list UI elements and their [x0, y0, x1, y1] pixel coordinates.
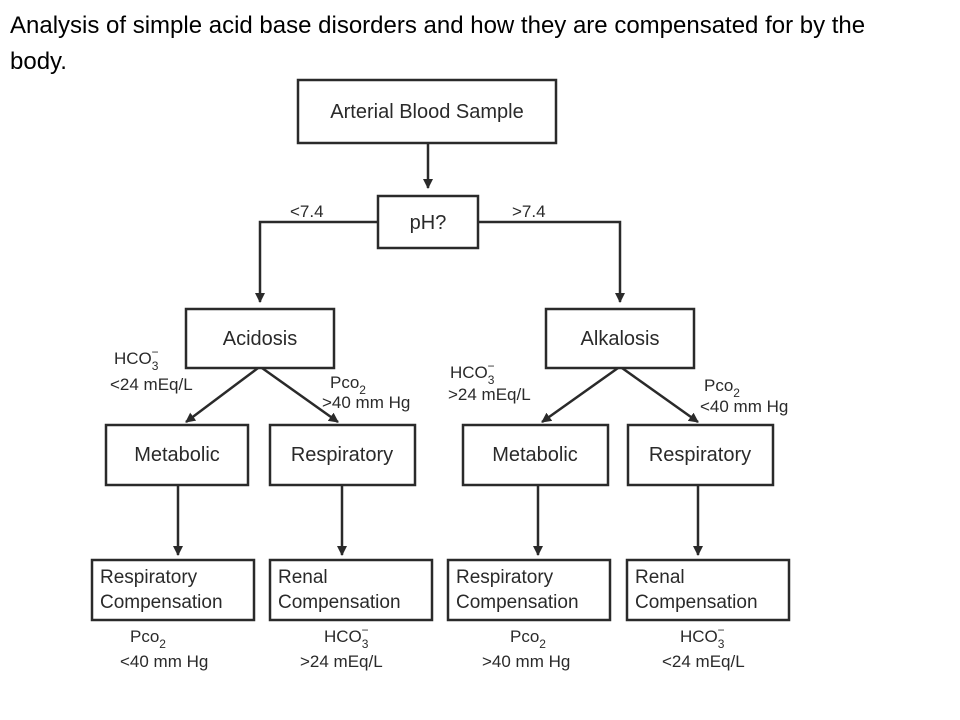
node-label: Respiratory [291, 444, 393, 466]
criterion-superscript: − [151, 345, 158, 359]
node-label: Metabolic [492, 444, 578, 466]
value-name: Pco [510, 627, 539, 646]
node-compensation-4: Renal Compensation [625, 558, 791, 622]
node-acidosis-metabolic: Metabolic [104, 423, 250, 487]
value-name: Pco [130, 627, 159, 646]
value-superscript: − [717, 623, 724, 637]
node-label: Alkalosis [581, 328, 660, 350]
node-compensation-1: Respiratory Compensation [90, 558, 256, 622]
svg-text:HCO3−: HCO3− [324, 623, 369, 651]
node-label: Respiratory [649, 444, 751, 466]
node-compensation-3: Respiratory Compensation [446, 558, 612, 622]
node-alkalosis-metabolic: Metabolic [461, 423, 610, 487]
arrow-alkalosis-to-metabolic [541, 366, 619, 424]
value-subscript: 2 [159, 637, 166, 651]
criterion-name: HCO [450, 363, 488, 382]
arrow-ph-to-acidosis [255, 220, 378, 303]
node-alkalosis: Alkalosis [544, 307, 696, 370]
node-label-line2: Compensation [635, 592, 758, 613]
svg-text:Pco2: Pco2 [510, 627, 546, 651]
node-compensation-2: Renal Compensation [268, 558, 434, 622]
svg-text:Pco2: Pco2 [130, 627, 166, 651]
criterion-subscript: 2 [733, 386, 740, 400]
criterion-value: >40 mm Hg [322, 393, 410, 412]
value-text: <24 mEq/L [662, 652, 745, 671]
node-acidosis-respiratory: Respiratory [268, 423, 417, 487]
value-name: HCO [324, 627, 362, 646]
branch-label-low-ph: <7.4 [290, 202, 324, 221]
node-acidosis: Acidosis [184, 307, 336, 370]
node-label: Acidosis [223, 328, 297, 350]
value-subscript: 3 [362, 637, 369, 651]
criterion-value: >24 mEq/L [448, 385, 531, 404]
node-ph: pH? [376, 194, 480, 250]
svg-text:Pco2: Pco2 [704, 376, 740, 400]
value-subscript: 3 [718, 637, 725, 651]
criterion-acid-metabolic: HCO3− <24 mEq/L [110, 345, 193, 394]
compensation-value-2: HCO3− >24 mEq/L [300, 623, 383, 671]
node-label-line1: Respiratory [456, 567, 554, 588]
criterion-name: Pco [704, 376, 733, 395]
node-alkalosis-respiratory: Respiratory [626, 423, 775, 487]
node-label: pH? [410, 212, 447, 234]
arrow-ph-to-alkalosis [478, 220, 625, 303]
criterion-name: HCO [114, 349, 152, 368]
node-label: Metabolic [134, 444, 220, 466]
criterion-superscript: − [487, 359, 494, 373]
compensation-value-3: Pco2 >40 mm Hg [482, 627, 570, 671]
connectors [173, 143, 703, 556]
arrow-acidosis-to-respiratory [261, 366, 339, 424]
svg-text:Pco2: Pco2 [330, 373, 366, 397]
criterion-acid-respiratory: Pco2 >40 mm Hg [322, 373, 410, 412]
value-text: >24 mEq/L [300, 652, 383, 671]
node-label-line1: Renal [278, 567, 328, 588]
value-superscript: − [361, 623, 368, 637]
node-label-line1: Renal [635, 567, 685, 588]
criterion-subscript: 3 [488, 373, 495, 387]
slide-title: Analysis of simple acid base disorders a… [10, 12, 866, 75]
criterion-name: Pco [330, 373, 359, 392]
value-name: HCO [680, 627, 718, 646]
node-label-line2: Compensation [456, 592, 579, 613]
svg-text:HCO3−: HCO3− [680, 623, 725, 651]
arrow-alkalosis-to-respiratory [621, 366, 699, 424]
branch-label-high-ph: >7.4 [512, 202, 546, 221]
node-arterial-blood-sample: Arterial Blood Sample [296, 78, 558, 145]
node-label-line2: Compensation [100, 592, 223, 613]
value-subscript: 2 [539, 637, 546, 651]
value-text: >40 mm Hg [482, 652, 570, 671]
svg-text:HCO3−: HCO3− [450, 359, 495, 387]
node-label-line1: Respiratory [100, 567, 198, 588]
criterion-value: <24 mEq/L [110, 375, 193, 394]
criterion-alk-respiratory: Pco2 <40 mm Hg [700, 376, 788, 416]
compensation-value-1: Pco2 <40 mm Hg [120, 627, 208, 671]
value-text: <40 mm Hg [120, 652, 208, 671]
criterion-subscript: 3 [152, 359, 159, 373]
node-label-line2: Compensation [278, 592, 401, 613]
criterion-subscript: 2 [359, 383, 366, 397]
compensation-value-4: HCO3− <24 mEq/L [662, 623, 745, 671]
criterion-alk-metabolic: HCO3− >24 mEq/L [448, 359, 531, 404]
criterion-value: <40 mm Hg [700, 397, 788, 416]
svg-text:HCO3−: HCO3− [114, 345, 159, 373]
arrow-acidosis-to-metabolic [185, 367, 259, 423]
node-label: Arterial Blood Sample [330, 101, 523, 123]
